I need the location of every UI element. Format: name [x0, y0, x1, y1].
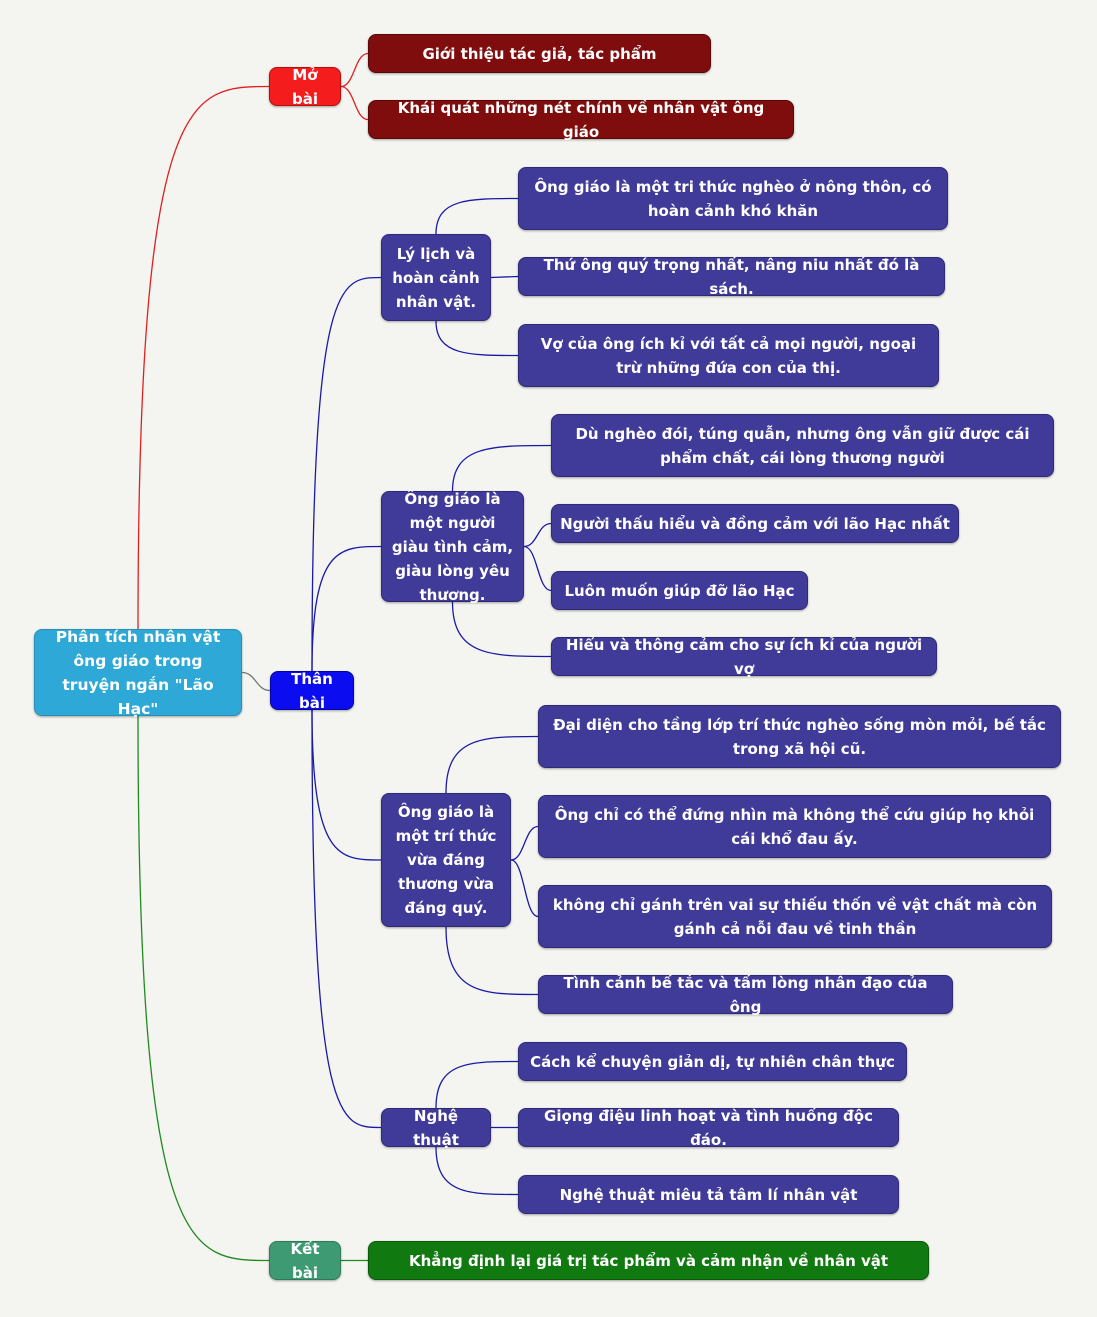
- connector-g3-g3-2: [435, 1146, 519, 1196]
- section-than-bai[interactable]: Thân bài: [270, 670, 354, 712]
- connector-g0-g0-1: [490, 275, 519, 279]
- ly-lich-item-3[interactable]: Vợ của ông ích kỉ với tất cả mọi người, …: [518, 324, 939, 387]
- nghe-thuat-item-3[interactable]: Nghệ thuật miêu tả tâm lí nhân vật: [518, 1175, 899, 1214]
- tri-thuc-item-1[interactable]: Đại diện cho tầng lớp trí thức nghèo sốn…: [538, 705, 1061, 768]
- connector-g2-g2-2: [510, 859, 539, 918]
- connector-g3-g3-0: [435, 1060, 519, 1109]
- connector-g0-g0-0: [435, 197, 519, 235]
- ly-lich-item-2[interactable]: Thứ ông quý trọng nhất, nâng niu nhất đó…: [518, 256, 945, 298]
- tri-thuc-item-2[interactable]: Ông chỉ có thể đứng nhìn mà không thể cứ…: [538, 795, 1051, 858]
- ket-bai-item-conclusion[interactable]: Khẳng định lại giá trị tác phẩm và cảm n…: [368, 1241, 929, 1280]
- connector-g0-g0-2: [435, 320, 519, 357]
- ly-lich-item-1[interactable]: Ông giáo là một tri thức nghèo ở nông th…: [518, 167, 948, 230]
- connector-than-g3: [311, 709, 382, 1129]
- tri-thuc-item-4[interactable]: Tình cảnh bế tắc và tấm lòng nhân đạo củ…: [538, 974, 953, 1016]
- tinh-cam-item-3[interactable]: Luôn muốn giúp đỡ lão Hạc: [551, 571, 808, 610]
- connector-mo-mo-0: [340, 52, 369, 88]
- tri-thuc-item-3[interactable]: không chỉ gánh trên vai sự thiếu thốn về…: [538, 885, 1052, 948]
- connector-g1-g1-1: [523, 522, 552, 548]
- connector-root-ket: [137, 715, 270, 1262]
- group-ly-lich[interactable]: Lý lịch và hoàn cảnh nhân vật.: [381, 234, 491, 321]
- section-mo-bai[interactable]: Mở bài: [269, 66, 341, 108]
- group-nghe-thuat[interactable]: Nghệ thuật: [381, 1107, 491, 1149]
- section-ket-bai[interactable]: Kết bài: [269, 1240, 341, 1282]
- connector-g2-g2-3: [445, 926, 539, 996]
- nghe-thuat-item-2[interactable]: Giọng điệu linh hoạt và tình huống độc đ…: [518, 1107, 899, 1149]
- tinh-cam-item-4[interactable]: Hiểu và thông cảm cho sự ích kỉ của ngườ…: [551, 636, 937, 678]
- connector-than-g2: [311, 709, 382, 861]
- root-topic[interactable]: Phân tích nhân vật ông giáo trong truyện…: [34, 628, 242, 718]
- tinh-cam-item-2[interactable]: Người thấu hiểu và đồng cảm với lão Hạc …: [551, 504, 959, 543]
- connector-g2-g2-1: [510, 825, 539, 861]
- nghe-thuat-item-1[interactable]: Cách kể chuyện giản dị, tự nhiên chân th…: [518, 1042, 907, 1081]
- group-tinh-cam[interactable]: Ông giáo là một người giàu tình cảm, già…: [381, 490, 524, 604]
- mo-bai-item-intro[interactable]: Giới thiệu tác giả, tác phẩm: [368, 34, 711, 73]
- group-tri-thuc[interactable]: Ông giáo là một trí thức vừa đáng thương…: [381, 793, 511, 927]
- connector-than-g0: [311, 276, 382, 672]
- tinh-cam-item-1[interactable]: Dù nghèo đói, túng quẫn, nhưng ông vẫn g…: [551, 414, 1054, 477]
- connector-than-g1: [311, 545, 382, 672]
- connector-g1-g1-0: [451, 444, 552, 492]
- connector-root-mo: [137, 85, 270, 630]
- connector-root-than: [241, 671, 271, 692]
- mo-bai-item-overview[interactable]: Khái quát những nét chính về nhân vật ôn…: [368, 99, 794, 141]
- connector-g1-g1-2: [523, 545, 552, 592]
- connector-g2-g2-0: [445, 735, 539, 794]
- connector-g1-g1-3: [451, 601, 552, 658]
- connector-mo-mo-1: [340, 85, 369, 121]
